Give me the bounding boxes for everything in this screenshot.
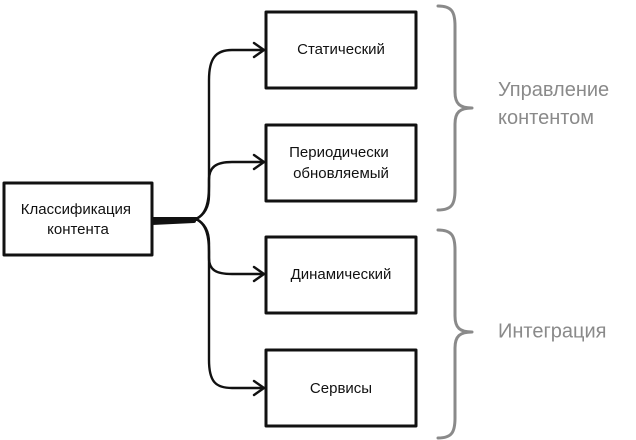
node-static-box bbox=[264, 10, 418, 90]
node-periodic-label: Периодически обновляемый bbox=[289, 144, 393, 182]
node-periodic-label-line-1: Периодически bbox=[289, 144, 389, 161]
node-services: Сервисы bbox=[264, 348, 418, 428]
group-content-management-label-line-1: Управление bbox=[498, 79, 609, 101]
group-content-management-label-line-2: контентом bbox=[498, 107, 594, 129]
node-static-label: Статический bbox=[297, 41, 385, 58]
root-node-label-line-1: Классификация bbox=[21, 201, 131, 218]
node-periodic: Периодически обновляемый bbox=[264, 123, 418, 203]
root-node-label: Классификация контента bbox=[21, 201, 135, 238]
node-periodic-label-line-2: обновляемый bbox=[293, 165, 389, 182]
trunk-line-2 bbox=[150, 219, 196, 225]
node-dynamic: Динамический bbox=[264, 235, 418, 315]
connectors bbox=[150, 41, 266, 397]
node-dynamic-box bbox=[264, 235, 418, 315]
node-static: Статический bbox=[264, 10, 418, 90]
edge-dynamic bbox=[194, 217, 266, 276]
edge-services bbox=[194, 217, 266, 390]
arrowhead-services bbox=[252, 379, 266, 397]
group-content-management: Управление контентом bbox=[436, 4, 615, 212]
arrowhead-periodic bbox=[252, 153, 266, 171]
root-node-box bbox=[2, 181, 154, 257]
node-services-label: Сервисы bbox=[310, 380, 372, 397]
node-periodic-box bbox=[264, 123, 418, 203]
root-node: Классификация контента bbox=[2, 181, 154, 257]
node-dynamic-label: Динамический bbox=[291, 266, 392, 283]
edge-static bbox=[194, 48, 266, 221]
group-integration: Интеграция bbox=[436, 228, 606, 440]
brace-integration bbox=[436, 228, 474, 440]
group-content-management-label: Управление контентом bbox=[498, 79, 615, 129]
root-node-label-line-2: контента bbox=[47, 221, 109, 238]
node-services-box bbox=[264, 348, 418, 428]
brace-content-management bbox=[436, 4, 474, 212]
arrowhead-dynamic bbox=[252, 265, 266, 283]
edge-periodic bbox=[194, 160, 266, 221]
arrowhead-static bbox=[252, 41, 266, 59]
group-integration-label: Интеграция bbox=[498, 320, 606, 342]
